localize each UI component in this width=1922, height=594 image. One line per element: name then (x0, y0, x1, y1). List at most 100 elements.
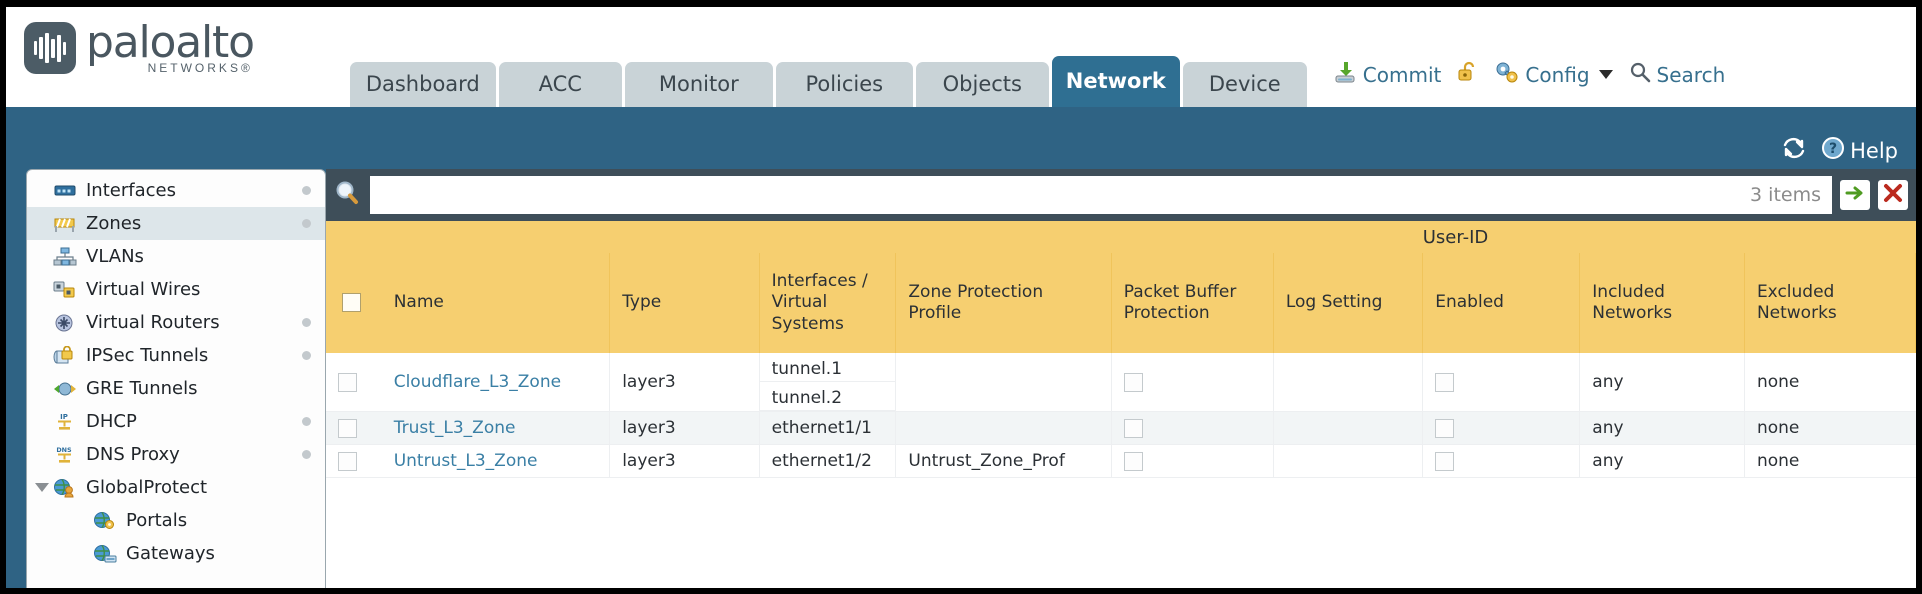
row-select-cell[interactable] (326, 353, 382, 412)
sidebar-item-dhcp[interactable]: IP DHCP (27, 405, 325, 438)
cell-enabled[interactable] (1422, 444, 1581, 478)
col-header-included-networks[interactable]: Included Networks (1579, 253, 1745, 353)
sidebar-item-gateways[interactable]: Gateways (27, 537, 325, 570)
brand-subtitle: NETWORKS® (147, 60, 253, 75)
row-checkbox[interactable] (338, 418, 357, 438)
red-x-clear-icon (1882, 182, 1904, 208)
chevron-down-icon[interactable] (1598, 70, 1613, 79)
sidebar-item-label: Zones (86, 213, 142, 234)
sidebar-item-label: Gateways (126, 543, 215, 564)
expander-triangle-icon[interactable] (35, 483, 49, 492)
cell-enabled[interactable] (1422, 411, 1581, 445)
cell-type: layer3 (609, 353, 760, 412)
cell-packet-buffer-protection[interactable] (1111, 353, 1274, 412)
sidebar-item-label: GlobalProtect (86, 477, 208, 498)
interfaces-icon (53, 181, 77, 201)
sidebar-item-ipsec-tunnels[interactable]: IPSec Tunnels (27, 339, 325, 372)
row-select-cell[interactable] (326, 444, 382, 478)
cell-name[interactable]: Trust_L3_Zone (381, 411, 611, 445)
col-header-type[interactable]: Type (609, 253, 760, 353)
apply-filter-button[interactable] (1840, 180, 1870, 210)
row-checkbox[interactable] (338, 451, 357, 471)
search-label: Search (1656, 62, 1726, 87)
zone-name-link[interactable]: Trust_L3_Zone (393, 418, 516, 438)
tab-acc[interactable]: ACC (498, 61, 622, 107)
table-row[interactable]: Trust_L3_Zone layer3 ethernet1/1 any (326, 411, 1916, 445)
lock-button[interactable] (1457, 60, 1479, 89)
commit-button[interactable]: Commit (1333, 60, 1442, 89)
status-dot (302, 186, 311, 195)
cell-type: layer3 (609, 444, 760, 478)
row-select-cell[interactable] (326, 411, 382, 445)
tab-monitor[interactable]: Monitor (624, 61, 773, 107)
sidebar-item-gre-tunnels[interactable]: GRE Tunnels (27, 372, 325, 405)
sidebar-item-dns-proxy[interactable]: DNS DNS Proxy (27, 438, 325, 471)
sidebar-item-zones[interactable]: Zones (27, 207, 325, 240)
cell-log-setting (1273, 353, 1424, 412)
zones-table: User-ID Name Type Interfaces / Virtual S… (326, 221, 1916, 536)
status-dot (302, 219, 311, 228)
item-count-label: 3 items (1750, 184, 1821, 206)
cell-log-setting (1273, 444, 1424, 478)
col-header-excluded-networks[interactable]: Excluded Networks (1744, 253, 1916, 353)
tab-policies[interactable]: Policies (775, 61, 913, 107)
config-label: Config (1525, 62, 1590, 87)
col-header-zone-protection-profile[interactable]: Zone Protection Profile (895, 253, 1112, 353)
sidebar-item-globalprotect[interactable]: GlobalProtect (27, 471, 325, 504)
tab-objects[interactable]: Objects (915, 61, 1049, 107)
col-header-log-setting[interactable]: Log Setting (1273, 253, 1424, 353)
packet-buffer-protection-checkbox[interactable] (1123, 418, 1143, 438)
user-id-enabled-checkbox[interactable] (1435, 372, 1455, 392)
cell-name[interactable]: Cloudflare_L3_Zone (381, 353, 611, 412)
select-all-header[interactable] (326, 253, 382, 353)
tab-dashboard[interactable]: Dashboard (349, 61, 496, 107)
refresh-icon[interactable] (1781, 136, 1807, 165)
cell-included-networks: any (1579, 411, 1745, 445)
cell-packet-buffer-protection[interactable] (1111, 411, 1274, 445)
config-menu[interactable]: Config (1495, 60, 1613, 89)
zones-table-container: User-ID Name Type Interfaces / Virtual S… (326, 221, 1916, 588)
packet-buffer-protection-checkbox[interactable] (1123, 451, 1143, 471)
user-id-enabled-checkbox[interactable] (1435, 418, 1455, 438)
help-button[interactable]: ? Help (1821, 136, 1898, 165)
sidebar-item-virtual-routers[interactable]: Virtual Routers (27, 306, 325, 339)
sidebar-item-vlans[interactable]: VLANs (27, 240, 325, 273)
tab-device[interactable]: Device (1182, 61, 1307, 107)
commit-label: Commit (1362, 62, 1442, 87)
svg-text:?: ? (1829, 141, 1837, 157)
sidebar-item-label: GRE Tunnels (86, 378, 198, 399)
sidebar-item-label: DHCP (86, 411, 137, 432)
sidebar-item-label: Virtual Wires (86, 279, 201, 300)
search-magnifier-icon[interactable] (332, 178, 362, 212)
dhcp-icon: IP (53, 412, 77, 432)
cell-packet-buffer-protection[interactable] (1111, 444, 1274, 478)
user-id-enabled-checkbox[interactable] (1435, 451, 1455, 471)
cell-enabled[interactable] (1422, 353, 1581, 412)
cell-interfaces: ethernet1/2 (759, 444, 897, 478)
sidebar-item-virtual-wires[interactable]: Virtual Wires (27, 273, 325, 306)
interface-entry: tunnel.2 (759, 382, 896, 411)
sidebar-item-interfaces[interactable]: Interfaces (27, 174, 325, 207)
cell-interfaces: tunnel.1 tunnel.2 (759, 353, 897, 412)
tab-network[interactable]: Network (1051, 55, 1180, 107)
top-header-bar: paloalto NETWORKS® Dashboard ACC Monitor… (6, 7, 1916, 107)
row-checkbox[interactable] (338, 372, 357, 392)
col-header-packet-buffer-protection[interactable]: Packet Buffer Protection (1111, 253, 1274, 353)
clear-filter-button[interactable] (1878, 180, 1908, 210)
cell-zone-protection-profile (895, 353, 1112, 412)
status-dot (302, 417, 311, 426)
packet-buffer-protection-checkbox[interactable] (1123, 372, 1143, 392)
col-header-interfaces[interactable]: Interfaces / Virtual Systems (759, 253, 897, 353)
zone-name-link[interactable]: Cloudflare_L3_Zone (393, 372, 562, 392)
col-header-name[interactable]: Name (381, 253, 611, 353)
top-actions: Commit (1333, 60, 1725, 107)
search-input[interactable]: 3 items (370, 176, 1832, 214)
sidebar-item-portals[interactable]: Portals (27, 504, 325, 537)
select-all-checkbox[interactable] (342, 292, 361, 312)
col-header-enabled[interactable]: Enabled (1422, 253, 1581, 353)
cell-name[interactable]: Untrust_L3_Zone (381, 444, 611, 478)
search-button[interactable]: Search (1629, 61, 1726, 88)
table-row[interactable]: Untrust_L3_Zone layer3 ethernet1/2 Untru… (326, 444, 1916, 478)
zone-name-link[interactable]: Untrust_L3_Zone (393, 451, 538, 471)
